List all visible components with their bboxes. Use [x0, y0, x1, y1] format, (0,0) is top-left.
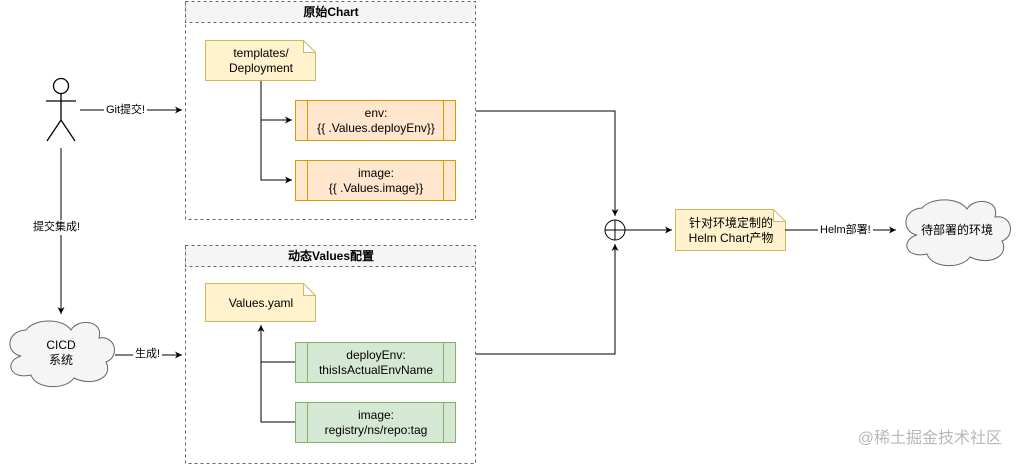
- actor-icon[interactable]: [46, 77, 76, 142]
- git-commit-label: Git提交!: [104, 103, 148, 118]
- generate-label: 生成!: [133, 347, 163, 362]
- edge-image-to-values: [260, 362, 295, 423]
- target-env-label: 待部署的环境: [920, 222, 993, 237]
- commit-integration-label: 提交集成!: [31, 220, 83, 235]
- edge-templates-to-image: [260, 120, 292, 184]
- dynamic-values-title-text: 动态Values配置: [287, 249, 375, 263]
- env-process-label: env: {{ .Values.deployEnv}}: [317, 106, 435, 135]
- original-chart-title: 原始Chart: [186, 2, 476, 23]
- helm-chart-label: 针对环境定制的 Helm Chart产物: [688, 215, 774, 245]
- templates-deployment-node[interactable]: templates/ Deployment: [206, 41, 316, 81]
- dynamic-values-title: 动态Values配置: [186, 246, 476, 267]
- image-process-box[interactable]: [295, 160, 456, 201]
- values-yaml-label: Values.yaml: [228, 295, 294, 310]
- deploy-env-process-node[interactable]: deployEnv: thisIsActualEnvName: [308, 343, 444, 383]
- merge-junction[interactable]: [604, 219, 626, 241]
- target-env-cloud[interactable]: [905, 199, 1011, 267]
- image-process-node[interactable]: image: {{ .Values.image}}: [308, 161, 444, 201]
- image-registry-process-node[interactable]: image: registry/ns/repo:tag: [308, 403, 444, 443]
- watermark: @稀土掘金技术社区: [857, 430, 1002, 447]
- edge-original-to-merge: [476, 110, 619, 216]
- cicd-node[interactable]: CICD 系统: [20, 330, 102, 376]
- edge-dynamic-to-merge: [476, 244, 619, 355]
- deploy-env-process-box[interactable]: [295, 342, 456, 383]
- cicd-cloud[interactable]: [9, 320, 115, 388]
- helm-chart-node[interactable]: 针对环境定制的 Helm Chart产物: [676, 210, 786, 251]
- env-process-box[interactable]: [295, 100, 456, 141]
- templates-deployment-label: templates/ Deployment: [228, 46, 294, 75]
- cicd-label: CICD 系统: [46, 338, 76, 367]
- values-yaml-node[interactable]: Values.yaml: [206, 284, 316, 322]
- templates-deployment-note[interactable]: [205, 40, 316, 81]
- helm-deploy-label: Helm部署!: [818, 223, 873, 238]
- original-chart-title-text: 原始Chart: [303, 5, 359, 19]
- env-process-node[interactable]: env: {{ .Values.deployEnv}}: [308, 101, 444, 141]
- deploy-env-process-label: deployEnv: thisIsActualEnvName: [318, 348, 434, 377]
- image-registry-process-box[interactable]: [295, 402, 456, 443]
- image-process-label: image: {{ .Values.image}}: [328, 166, 424, 195]
- target-env-node[interactable]: 待部署的环境: [912, 215, 1002, 245]
- values-yaml-note[interactable]: [205, 283, 316, 322]
- helm-chart-note[interactable]: [675, 209, 786, 251]
- image-registry-process-label: image: registry/ns/repo:tag: [324, 408, 428, 437]
